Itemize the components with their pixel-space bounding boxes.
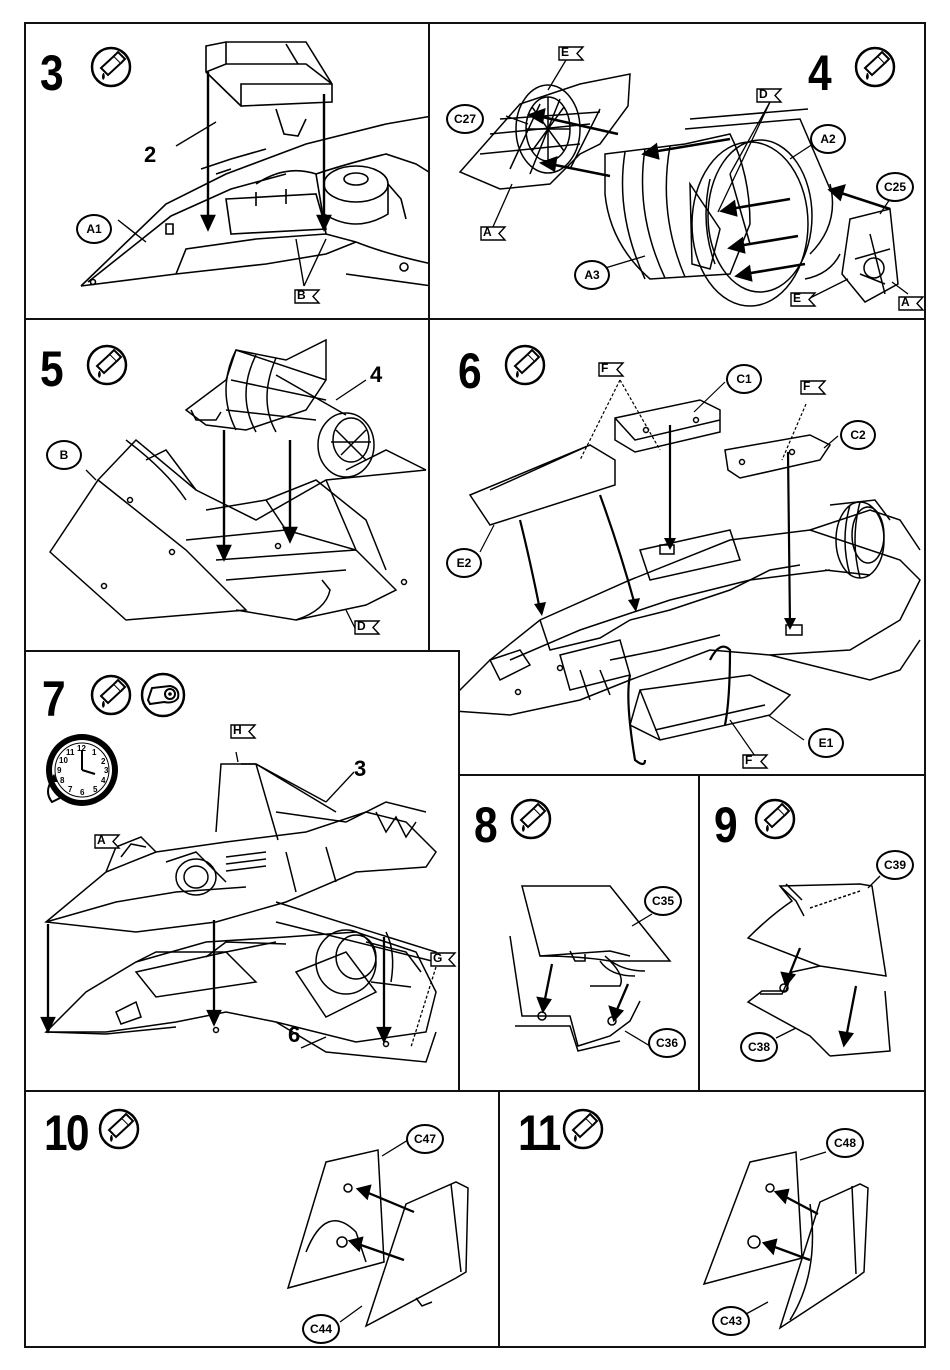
part-label: C44 — [302, 1314, 340, 1344]
assembly-marker: A — [898, 296, 924, 311]
part-label: E2 — [446, 548, 482, 578]
assembly-marker: F — [742, 754, 768, 769]
step-11-panel: 11 C48 C43 — [498, 1090, 926, 1348]
assembly-marker: H — [230, 724, 256, 739]
stabilizer-assembly-drawing — [500, 1092, 928, 1350]
part-label: C43 — [712, 1306, 750, 1336]
aircraft-assembly-drawing — [26, 652, 462, 1094]
step-10-panel: 10 C47 C44 — [24, 1090, 500, 1348]
step-5-panel: 5 — [24, 318, 430, 652]
assembly-marker: D — [756, 88, 782, 103]
part-number: 6 — [288, 1022, 300, 1048]
part-label: C48 — [826, 1128, 864, 1158]
fin-assembly-drawing — [700, 776, 928, 1094]
fuselage-nose-drawing — [26, 24, 432, 322]
step-7-panel: 7 12 1 2 3 4 5 6 7 8 9 10 11 — [24, 650, 460, 1092]
assembly-marker: F — [598, 362, 624, 377]
part-label: A2 — [810, 124, 846, 154]
part-label: C39 — [876, 850, 914, 880]
assembly-marker: G — [430, 952, 456, 967]
part-label: E1 — [808, 728, 844, 758]
part-label: A3 — [574, 260, 610, 290]
step-3-panel: 3 — [24, 22, 430, 320]
engine-exhaust-drawing — [430, 24, 928, 322]
part-label: C36 — [648, 1028, 686, 1058]
part-label: C2 — [840, 420, 876, 450]
fuselage-assembly-drawing — [430, 320, 928, 778]
part-label: C38 — [740, 1032, 778, 1062]
part-label: A1 — [76, 214, 112, 244]
assembly-marker: A — [94, 834, 120, 849]
step-6-panel: 6 — [428, 318, 926, 776]
part-label: C27 — [446, 104, 484, 134]
part-label: C25 — [876, 172, 914, 202]
step-9-panel: 9 C39 C38 — [698, 774, 926, 1092]
part-number: 3 — [354, 756, 366, 782]
step-4-panel: 4 — [428, 22, 926, 320]
assembly-marker: E — [790, 292, 816, 307]
assembly-marker: F — [800, 380, 826, 395]
part-label: C1 — [726, 364, 762, 394]
assembly-marker: D — [354, 620, 380, 635]
step-8-panel: 8 C35 C36 — [458, 774, 700, 1092]
part-label: C47 — [406, 1124, 444, 1154]
assembly-marker: B — [294, 289, 320, 304]
part-number: 2 — [144, 142, 156, 168]
part-number: 4 — [370, 362, 382, 388]
part-label: C35 — [644, 886, 682, 916]
part-label: B — [46, 440, 82, 470]
assembly-marker: A — [480, 226, 506, 241]
assembly-marker: E — [558, 46, 584, 61]
